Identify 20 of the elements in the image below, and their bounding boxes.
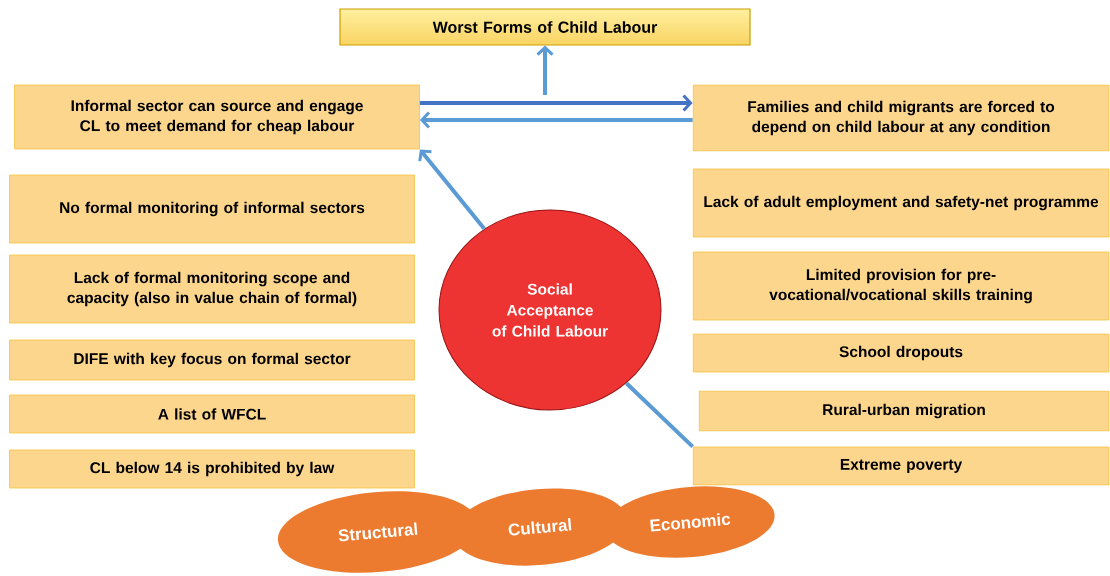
text-box: Families and child migrants are forced to depend on child labour at any condition xyxy=(692,84,1110,152)
node-label: Cultural xyxy=(508,518,572,536)
text-box: A list of WFCL xyxy=(9,394,415,434)
title-box: Worst Forms of Child Labour xyxy=(339,8,751,46)
text-box: Lack of adult employment and safety-net programme xyxy=(692,168,1110,238)
text-box: No formal monitoring of informal sectors xyxy=(9,174,415,244)
text-box: Informal sector can source and engage CL to meet demand for cheap labour xyxy=(14,84,420,150)
text-box: School dropouts xyxy=(692,333,1110,373)
arrow xyxy=(418,149,486,231)
text-box: Rural-urban migration xyxy=(698,390,1110,432)
node-label: Economic xyxy=(650,513,731,532)
text-box: Lack of formal monitoring scope and capacity (also in value chain of formal) xyxy=(9,254,415,324)
text-box: DIFE with key focus on formal sector xyxy=(9,339,415,381)
arrow xyxy=(419,111,693,129)
arrow xyxy=(536,45,554,95)
text-box: CL below 14 is prohibited by law xyxy=(9,449,415,489)
arrow xyxy=(419,94,693,112)
text-box: Extreme poverty xyxy=(692,446,1110,486)
node-label: Structural xyxy=(338,522,418,542)
text-box: Limited provision for pre-vocational/vocational skills training xyxy=(692,251,1110,321)
